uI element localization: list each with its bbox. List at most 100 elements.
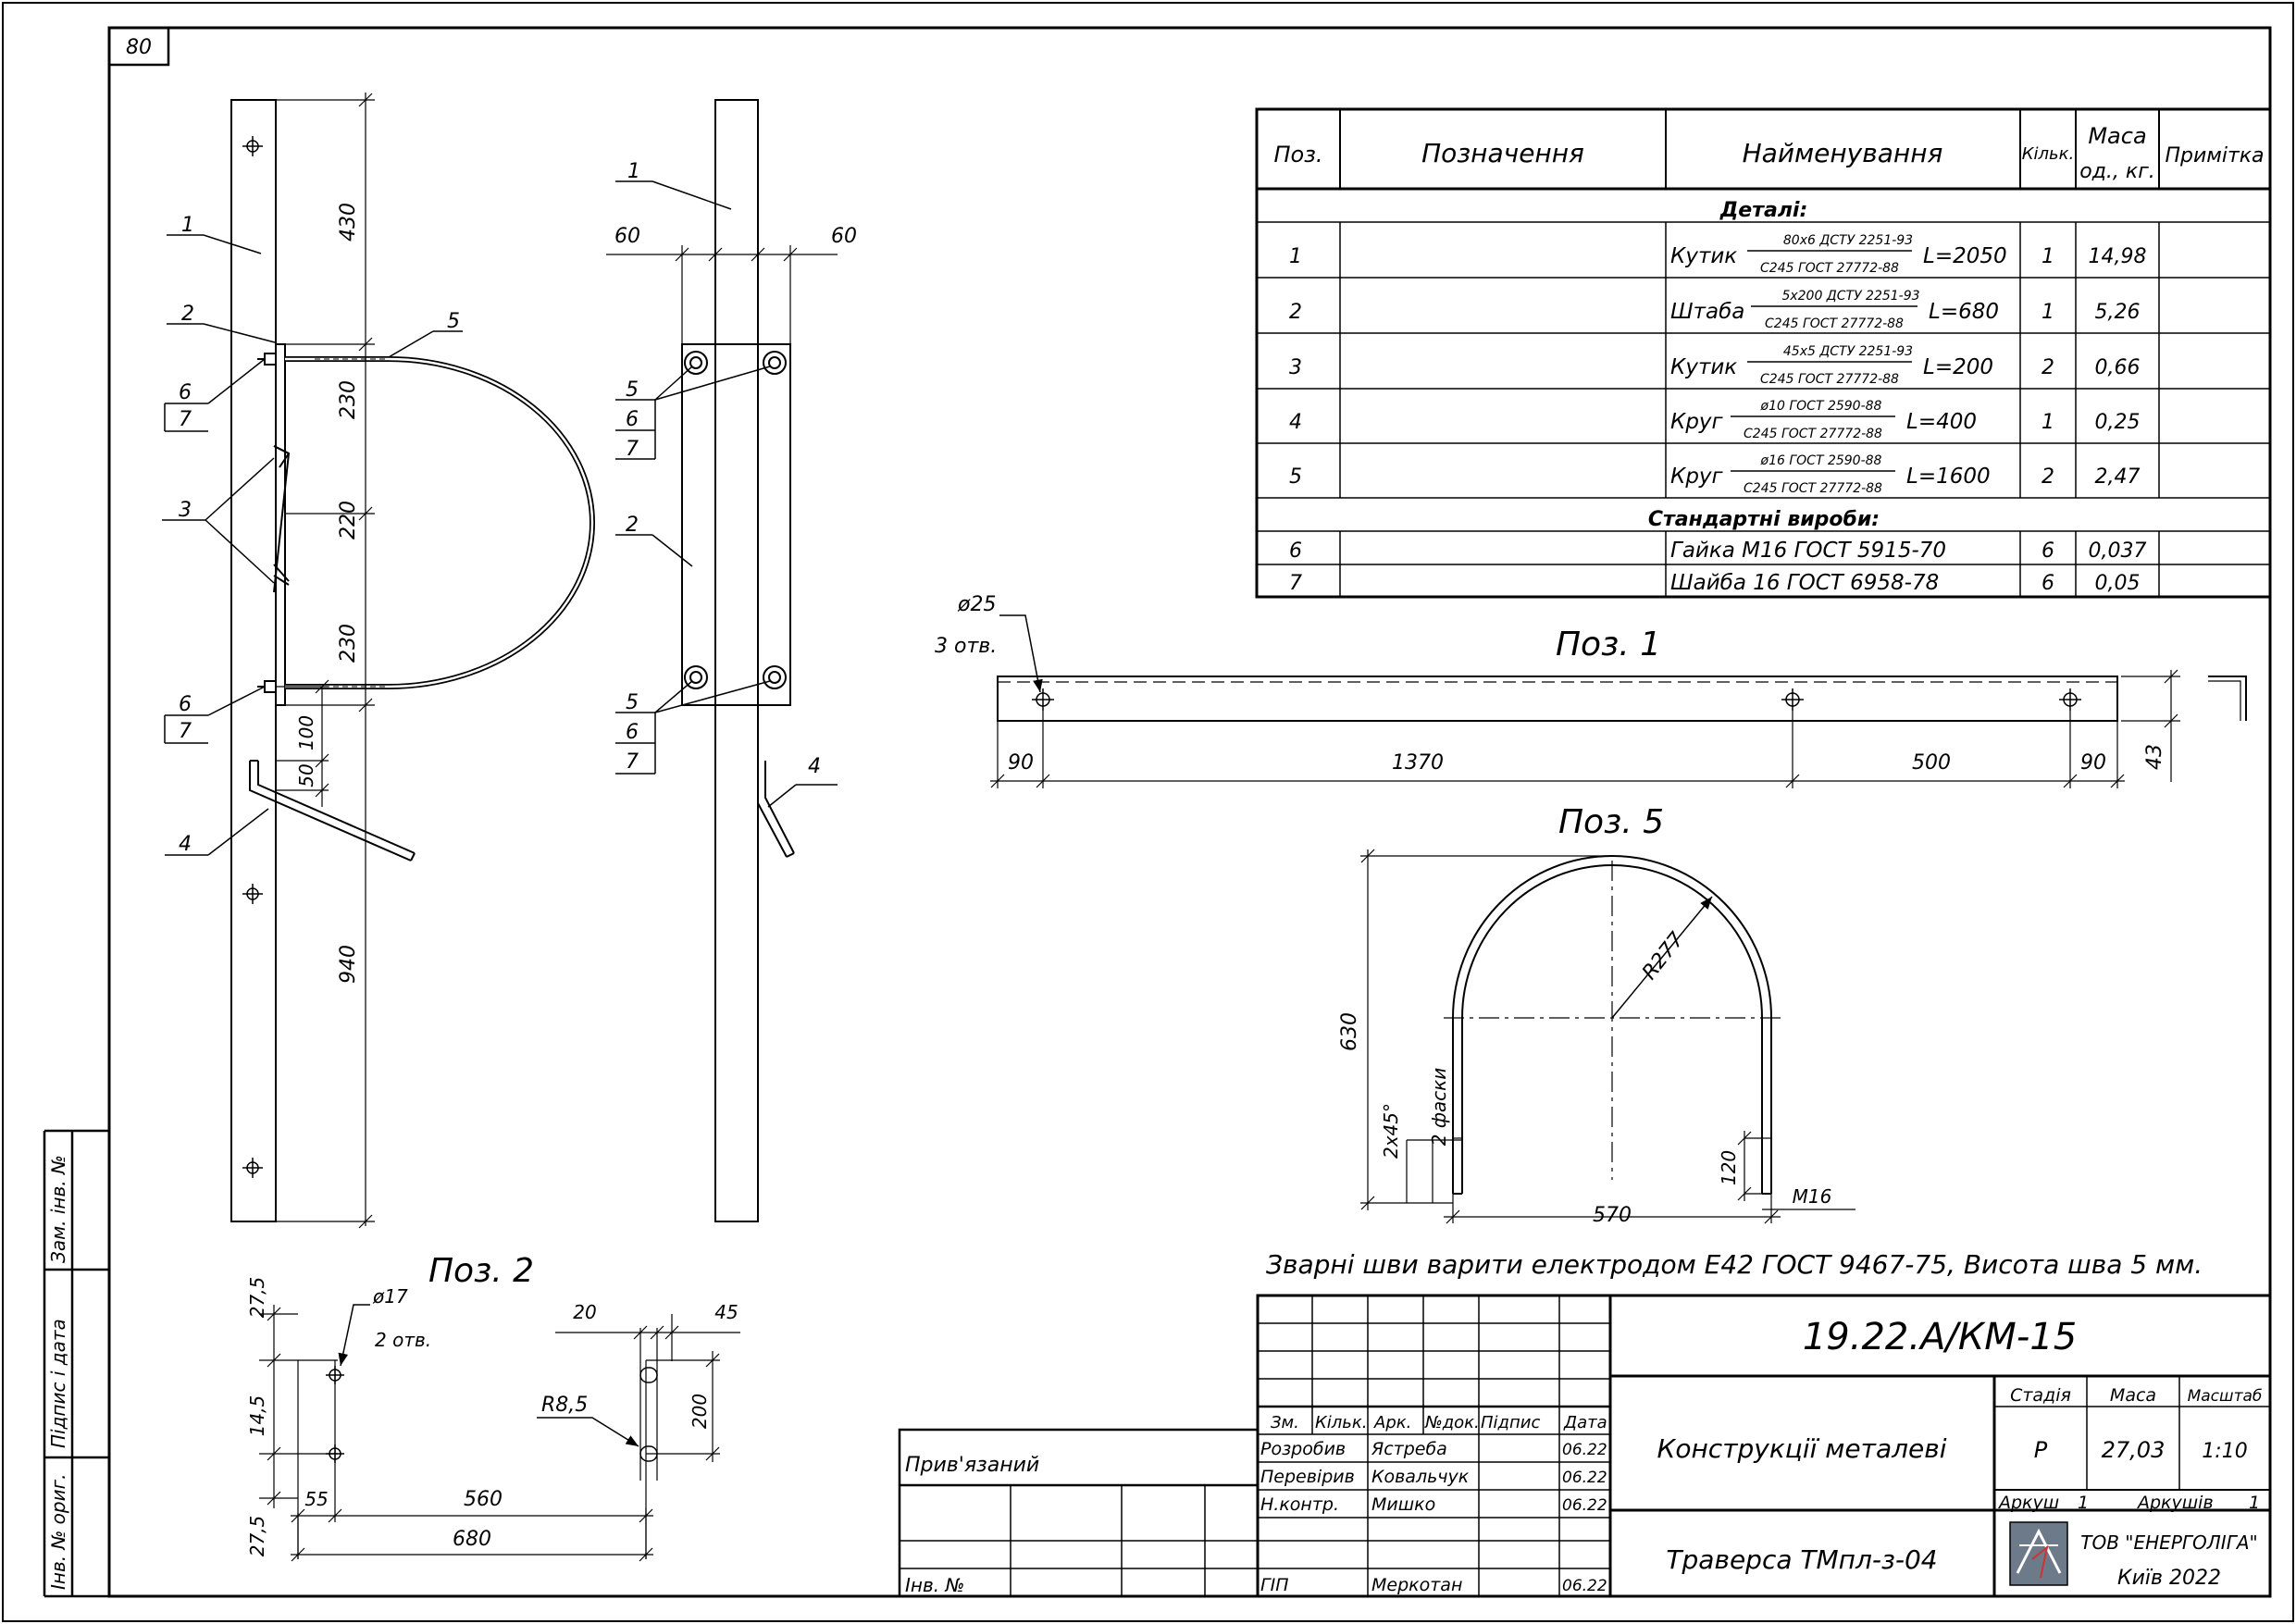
welding-note: Зварні шви варити електродом Е42 ГОСТ 94… (1266, 1249, 2203, 1280)
svg-text:0,05: 0,05 (2095, 572, 2141, 595)
svg-text:L=1600: L=1600 (1906, 465, 1991, 489)
svg-text:1: 1 (1289, 245, 1302, 268)
binding-block: Прив'язаний Інв. № (898, 1428, 1260, 1598)
dim-100: 100 (295, 715, 317, 750)
svg-text:L=200: L=200 (1923, 355, 1993, 379)
front-view: 430 230 220 230 100 50 940 1 2 5 6 7 3 6… (162, 93, 595, 1229)
pos1-detail: Поз. 1 ø25 3 отв. 90 1370 500 90 43 (935, 593, 2247, 788)
section-standard: Стандартні вироби: (1648, 508, 1880, 531)
svg-text:Шайба 16 ГОСТ 6958-78: Шайба 16 ГОСТ 6958-78 (1670, 571, 1939, 595)
pos5-detail: Поз. 5 R277 630 570 120 M16 (1338, 803, 1855, 1227)
pos1-hole-count: 3 отв. (935, 635, 997, 658)
chamfer-note: 2 фаски (1428, 1068, 1450, 1147)
side-leader-5a: 5 (626, 378, 639, 402)
front-leader-6a: 6 (179, 381, 192, 404)
svg-text:C245 ГОСТ 27772-88: C245 ГОСТ 27772-88 (1760, 261, 1899, 276)
svg-text:Перевірив: Перевірив (1260, 1467, 1355, 1487)
svg-text:2: 2 (2042, 356, 2054, 379)
svg-text:2: 2 (2042, 465, 2054, 489)
dim-60-right: 60 (831, 225, 857, 248)
binding-inv: Інв. № (905, 1574, 964, 1596)
stamp-signature-date: Підпис і дата (47, 1319, 69, 1448)
svg-text:C245 ГОСТ 27772-88: C245 ГОСТ 27772-88 (1760, 372, 1899, 387)
stage-value: Р (2034, 1437, 2048, 1463)
side-leader-5b: 5 (626, 691, 639, 714)
pos2-hole-count: 2 отв. (375, 1329, 431, 1351)
svg-text:2: 2 (1289, 301, 1302, 324)
svg-text:6: 6 (2042, 572, 2054, 595)
dim-90-left: 90 (1008, 751, 1034, 775)
dim-630: 630 (1338, 1012, 1361, 1051)
dim-27-5-bottom: 27,5 (246, 1516, 268, 1557)
spec-row: 3 Кутик 45х5 ДСТУ 2251-93 C245 ГОСТ 2777… (1289, 344, 2140, 387)
side-leader-7a: 7 (626, 438, 639, 461)
svg-text:ø16 ГОСТ 2590-88: ø16 ГОСТ 2590-88 (1760, 453, 1882, 468)
spec-row: 4 Круг ø10 ГОСТ 2590-88 C245 ГОСТ 27772-… (1289, 399, 2140, 441)
scale-label: Масштаб (2188, 1387, 2263, 1406)
side-leader-4: 4 (808, 755, 821, 778)
dim-55: 55 (304, 1488, 328, 1510)
svg-text:0,66: 0,66 (2095, 356, 2141, 379)
svg-text:Кутик: Кутик (1670, 244, 1737, 268)
svg-text:C245 ГОСТ 27772-88: C245 ГОСТ 27772-88 (1744, 427, 1882, 441)
side-leader-2: 2 (626, 514, 639, 537)
dim-560: 560 (464, 1488, 503, 1511)
svg-text:Ястреба: Ястреба (1371, 1439, 1447, 1459)
dim-20: 20 (573, 1301, 596, 1323)
sheets-label: Аркушів (2136, 1493, 2214, 1513)
svg-text:1: 1 (2042, 245, 2054, 268)
dim-230-lower: 230 (337, 624, 360, 663)
side-leader-6b: 6 (626, 721, 639, 744)
mass-value: 27,03 (2102, 1437, 2166, 1463)
header-qty: Кільк. (2022, 144, 2075, 164)
svg-text:Н.контр.: Н.контр. (1260, 1494, 1339, 1515)
svg-text:06.22: 06.22 (1562, 1496, 1607, 1515)
sheet-value: 1 (2078, 1493, 2089, 1513)
section-details: Деталі: (1719, 199, 1808, 222)
front-leader-4: 4 (179, 833, 192, 856)
col-pidpys: Підпис (1481, 1413, 1540, 1432)
col-ndok: №док. (1424, 1413, 1480, 1432)
svg-text:L=2050: L=2050 (1923, 244, 2007, 268)
col-zm: Зм. (1271, 1413, 1299, 1432)
svg-text:06.22: 06.22 (1562, 1577, 1607, 1595)
svg-text:06.22: 06.22 (1562, 1469, 1607, 1487)
header-designation: Позначення (1421, 138, 1584, 168)
svg-text:6: 6 (2042, 539, 2054, 563)
sheets-value: 1 (2249, 1493, 2260, 1513)
header-mass: Маса (2088, 123, 2146, 149)
header-pos: Поз. (1273, 142, 1322, 167)
header-mass-unit: од., кг. (2079, 160, 2155, 183)
stamp-replaced-inv: Зам. інв. № (47, 1155, 69, 1263)
svg-text:14,98: 14,98 (2089, 245, 2147, 268)
section-title: Конструкції металеві (1657, 1433, 1946, 1464)
front-leader-7a: 7 (179, 408, 192, 431)
svg-text:Штаба: Штаба (1670, 300, 1744, 324)
svg-text:Круг: Круг (1670, 410, 1724, 434)
svg-text:4: 4 (1289, 411, 1302, 434)
svg-text:80х6 ДСТУ 2251-93: 80х6 ДСТУ 2251-93 (1783, 233, 1913, 248)
doc-code: 19.22.А/КМ-15 (1803, 1316, 2077, 1358)
pos2-detail: Поз. 2 (246, 1252, 740, 1562)
person-row: Н.контр. Мишко 06.22 (1260, 1494, 1607, 1515)
side-leader-7b: 7 (626, 750, 639, 774)
front-leader-2: 2 (181, 303, 194, 326)
dim-45: 45 (714, 1301, 738, 1323)
header-note: Примітка (2165, 144, 2264, 167)
svg-text:L=400: L=400 (1906, 410, 1977, 434)
svg-text:5х200 ДСТУ 2251-93: 5х200 ДСТУ 2251-93 (1781, 289, 1919, 304)
svg-text:ø10 ГОСТ 2590-88: ø10 ГОСТ 2590-88 (1760, 399, 1882, 414)
svg-text:45х5 ДСТУ 2251-93: 45х5 ДСТУ 2251-93 (1783, 344, 1913, 359)
thread-m16: M16 (1793, 1185, 1832, 1208)
svg-text:1: 1 (2042, 411, 2054, 434)
stage-label: Стадія (2010, 1385, 2071, 1406)
side-leader-1: 1 (627, 160, 640, 183)
spec-row: 1 Кутик 80х6 ДСТУ 2251-93 C245 ГОСТ 2777… (1289, 233, 2146, 276)
side-leader-6a: 6 (626, 408, 639, 431)
dim-570: 570 (1593, 1204, 1632, 1227)
object-title: Траверса ТМпл-з-04 (1666, 1544, 1937, 1575)
front-leader-6b: 6 (179, 693, 192, 716)
side-view: 60 60 1 5 6 7 2 5 6 7 4 (606, 99, 857, 1222)
svg-text:Гайка М16 ГОСТ 5915-70: Гайка М16 ГОСТ 5915-70 (1670, 539, 1946, 563)
